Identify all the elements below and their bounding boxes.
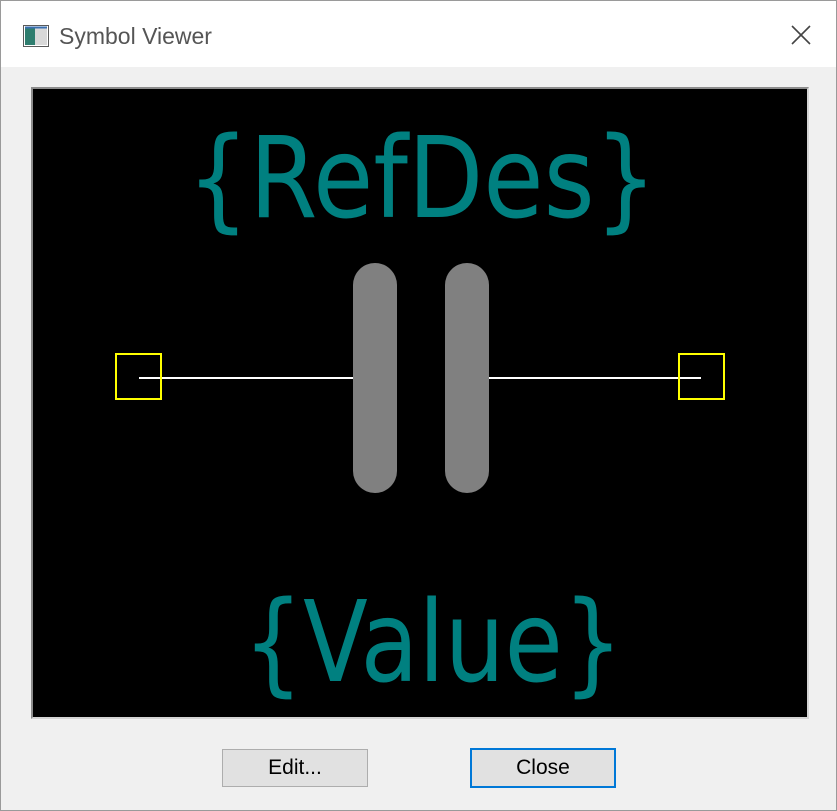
symbol-drawing: {RefDes} {Value} [115, 114, 725, 708]
app-window-icon [23, 25, 49, 47]
close-button[interactable]: Close [470, 748, 616, 788]
close-icon[interactable] [773, 13, 829, 57]
refdes-label: {RefDes} [187, 114, 657, 244]
value-label: {Value} [243, 578, 623, 708]
capacitor-plate-right [445, 263, 489, 493]
capacitor-plate-left [353, 263, 397, 493]
pin-1-marker[interactable] [115, 353, 162, 400]
pin-2-marker[interactable] [678, 353, 725, 400]
title-bar[interactable]: Symbol Viewer [1, 1, 836, 67]
symbol-canvas[interactable]: {RefDes} {Value} [31, 87, 809, 719]
window-title: Symbol Viewer [59, 23, 212, 49]
edit-button[interactable]: Edit... [222, 749, 368, 787]
